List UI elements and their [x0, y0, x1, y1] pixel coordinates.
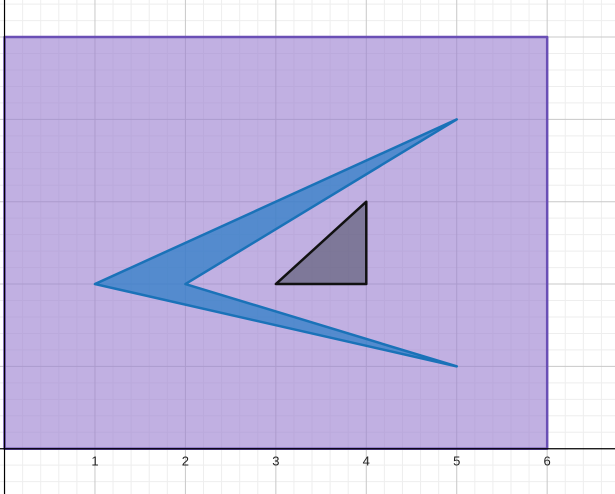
- x-tick-label: 5: [453, 454, 460, 469]
- rectangle-shape: [3, 35, 549, 450]
- arrowhead-shape: [93, 118, 458, 368]
- tick-labels: 012345612345: [91, 454, 551, 469]
- x-tick-label: 6: [544, 454, 551, 469]
- x-tick-label: 3: [272, 454, 279, 469]
- triangle-shape: [274, 200, 368, 286]
- shapes-layer: [3, 35, 549, 450]
- x-tick-label: 1: [91, 454, 98, 469]
- x-tick-label: 2: [182, 454, 189, 469]
- x-tick-label: 4: [363, 454, 370, 469]
